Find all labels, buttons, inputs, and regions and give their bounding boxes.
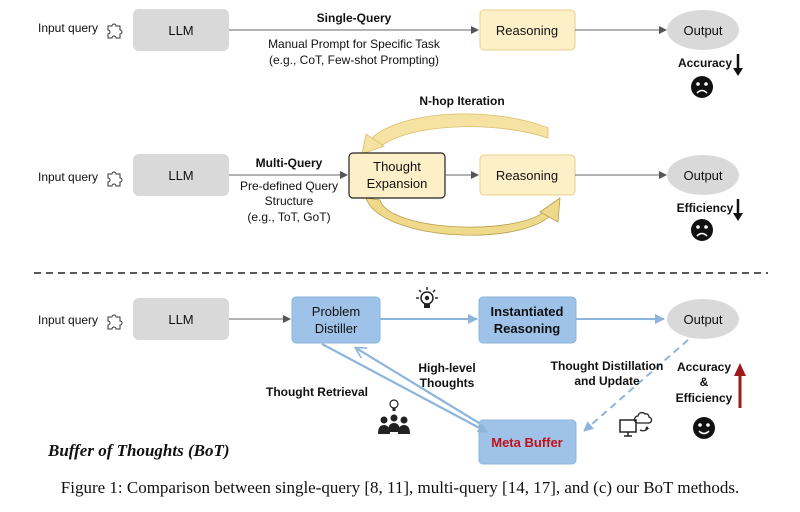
puzzle-icon xyxy=(107,23,123,39)
instantiated-reasoning-line2: Reasoning xyxy=(494,321,561,336)
thought-expansion-line1: Thought xyxy=(373,159,421,174)
accuracy-efficiency-line3: Efficiency xyxy=(676,391,733,405)
thought-distillation-line1: Thought Distillation xyxy=(551,359,664,373)
sad-face-icon-2 xyxy=(691,219,713,241)
multi-query-desc-line2: Structure xyxy=(265,194,314,208)
happy-face-icon xyxy=(693,417,715,439)
puzzle-icon-3 xyxy=(107,314,123,330)
meta-buffer-label: Meta Buffer xyxy=(491,435,563,450)
row-multi-query: N-hop Iteration Input query LLM Multi-Qu… xyxy=(38,94,743,241)
accuracy-efficiency-line1: Accuracy xyxy=(677,360,731,374)
down-arrow-icon xyxy=(733,54,743,76)
output-node-3 xyxy=(667,299,739,339)
thought-retrieval-arrow xyxy=(321,343,488,433)
input-query-label-2: Input query xyxy=(38,170,98,184)
multi-query-desc-line1: Pre-defined Query xyxy=(240,179,338,193)
multi-query-desc-line3: (e.g., ToT, GoT) xyxy=(247,210,330,224)
reasoning-label: Reasoning xyxy=(496,23,558,38)
llm-label: LLM xyxy=(168,23,193,38)
efficiency-label: Efficiency xyxy=(677,201,734,215)
row-buffer-of-thoughts: Input query LLM Problem Distiller Instan… xyxy=(38,287,746,465)
thought-retrieval-label: Thought Retrieval xyxy=(266,385,368,399)
accuracy-efficiency-line2: & xyxy=(700,375,709,389)
problem-distiller-line1: Problem xyxy=(312,304,360,319)
reasoning-label-2: Reasoning xyxy=(496,168,558,183)
up-arrow-icon xyxy=(734,363,746,408)
llm-label-3: LLM xyxy=(168,312,193,327)
high-level-thoughts-line1: High-level xyxy=(418,361,475,375)
multi-query-label: Multi-Query xyxy=(256,156,323,170)
single-query-desc-line2: (e.g., CoT, Few-shot Prompting) xyxy=(269,53,439,67)
puzzle-icon-2 xyxy=(107,171,123,187)
figure-caption: Figure 1: Comparison between single-quer… xyxy=(60,478,740,497)
lightbulb-icon xyxy=(416,287,438,308)
single-query-label: Single-Query xyxy=(317,11,392,25)
instantiated-reasoning-line1: Instantiated xyxy=(491,304,564,319)
llm-label-2: LLM xyxy=(168,168,193,183)
high-level-thoughts-line2: Thoughts xyxy=(420,376,475,390)
iteration-arrow-top xyxy=(361,113,549,155)
bot-title: Buffer of Thoughts (BoT) xyxy=(48,441,230,460)
input-query-label-3: Input query xyxy=(38,313,98,327)
llm-box xyxy=(133,9,229,51)
row-single-query: Input query LLM Single-Query Manual Prom… xyxy=(38,9,743,98)
output-label: Output xyxy=(683,23,722,38)
meta-buffer-box xyxy=(478,419,577,465)
llm-box-3 xyxy=(133,298,229,340)
problem-distiller-line2: Distiller xyxy=(315,321,358,336)
single-query-desc-line1: Manual Prompt for Specific Task xyxy=(268,37,441,51)
output-node xyxy=(667,10,739,50)
high-level-thoughts-arrow xyxy=(356,348,480,424)
llm-box-2 xyxy=(133,154,229,196)
iteration-arrow-bottom xyxy=(365,197,561,236)
output-label-2: Output xyxy=(683,168,722,183)
down-arrow-icon-2 xyxy=(733,199,743,221)
thought-distillation-line2: and Update xyxy=(574,374,640,388)
output-node-2 xyxy=(667,155,739,195)
team-idea-icon xyxy=(378,399,410,434)
sad-face-icon xyxy=(691,76,713,98)
thought-expansion-line2: Expansion xyxy=(367,176,428,191)
n-hop-iteration-label: N-hop Iteration xyxy=(419,94,504,108)
input-query-label: Input query xyxy=(38,21,98,35)
cloud-sync-icon xyxy=(619,411,653,437)
accuracy-label: Accuracy xyxy=(678,56,732,70)
output-label-3: Output xyxy=(683,312,722,327)
